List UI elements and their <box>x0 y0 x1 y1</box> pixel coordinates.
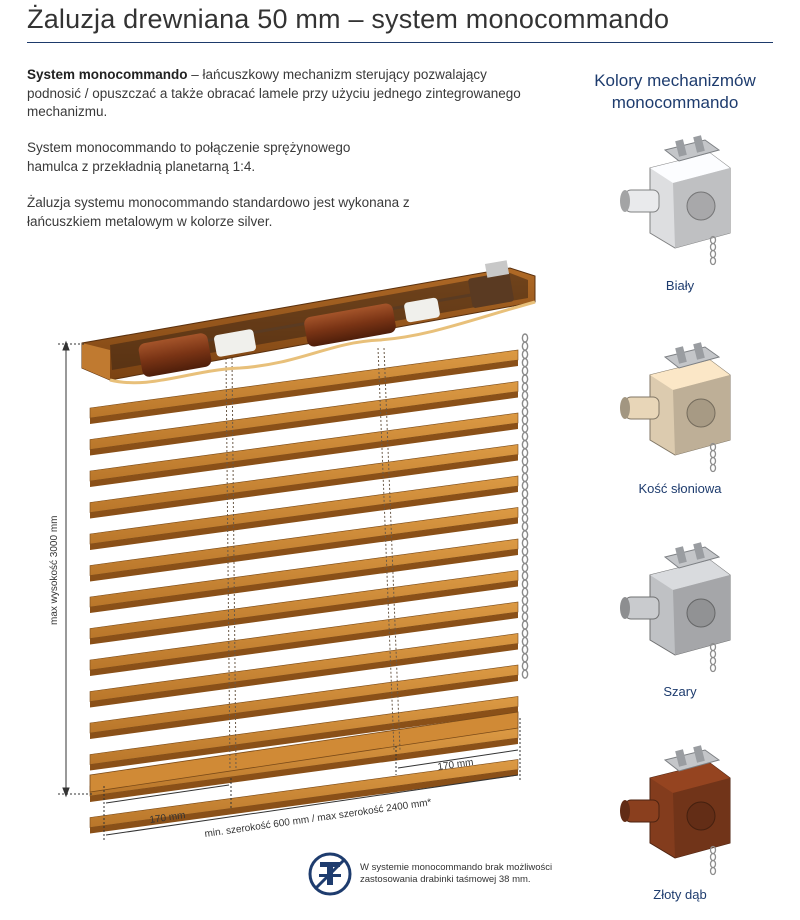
chain-link <box>521 464 529 474</box>
mechanism-grey-image <box>620 542 731 673</box>
mechanism-label-golden-oak: Złoty dąb <box>653 887 707 902</box>
chain-link <box>521 472 529 483</box>
chain-link <box>521 390 529 401</box>
intro-bold: System monocommando <box>27 67 188 82</box>
page-title: Żaluzja drewniana 50 mm – system monocom… <box>27 4 670 34</box>
mechanism-colors-heading: Kolory mechanizmów monocommando <box>570 70 780 114</box>
slat <box>89 349 519 424</box>
chain-link <box>521 587 529 597</box>
chain-link <box>521 349 529 360</box>
slat <box>89 570 519 645</box>
paragraph-brake: System monocommando to połączenie spręży… <box>27 140 351 174</box>
slat <box>89 475 519 550</box>
chain-link <box>521 669 529 679</box>
chain-link <box>521 521 529 532</box>
bottom-rail <box>89 711 519 793</box>
chain-link <box>521 505 529 515</box>
slat <box>89 759 519 834</box>
chain-link <box>521 448 529 458</box>
mechanism-label-white: Biały <box>665 278 695 293</box>
chain-link <box>521 357 529 368</box>
chain-link <box>521 398 529 409</box>
chain-link <box>521 497 529 507</box>
chain-link <box>521 562 529 573</box>
chain-link <box>521 407 529 417</box>
width-dimension <box>103 718 521 840</box>
chain-link <box>521 423 529 433</box>
mechanism-colors-heading-line1: Kolory mechanizmów <box>594 71 756 90</box>
chain-link <box>521 595 529 606</box>
paragraph-chain: Żaluzja systemu monocommando standardowo… <box>27 195 410 229</box>
title-divider <box>27 42 773 43</box>
slat <box>89 538 519 613</box>
chain-link <box>521 554 529 565</box>
slat <box>89 507 519 582</box>
chain-link <box>521 439 529 450</box>
slat <box>89 601 519 676</box>
slat <box>89 381 519 456</box>
chain-link <box>521 480 529 491</box>
chain-link <box>521 431 529 442</box>
chain-link <box>521 620 529 630</box>
chain <box>521 333 529 679</box>
left-offset-label: 170 mm <box>149 810 186 826</box>
ladder-tape-icon <box>308 852 352 896</box>
chain-link <box>521 341 529 351</box>
chain-link <box>521 628 529 638</box>
ladder-strings <box>225 347 401 771</box>
right-offset-label: 170 mm <box>437 757 474 773</box>
mechanism-label-ivory: Kość słoniowa <box>638 481 722 496</box>
chain-link <box>521 382 529 392</box>
slat <box>89 633 519 708</box>
slat <box>89 664 519 739</box>
intro-text: – łańcuszkowy mechanizm sterujący pozwal… <box>27 67 521 119</box>
chain-link <box>521 661 529 671</box>
chain-link <box>521 374 529 384</box>
chain-link <box>521 366 529 376</box>
intro-paragraph: System monocommando – łańcuszkowy mechan… <box>27 66 527 122</box>
chain-link <box>521 513 529 524</box>
blind-illustration: max wysokość 3000 mm 170 mm 170 mm min. … <box>49 260 536 840</box>
chain-link <box>521 546 529 556</box>
chain-link <box>521 415 529 425</box>
chain-link <box>521 333 529 343</box>
headrail <box>81 260 536 385</box>
chain-link <box>521 538 529 548</box>
chain-link <box>521 612 529 622</box>
chain-link <box>521 603 529 614</box>
mechanism-label-grey: Szary <box>663 684 697 699</box>
mechanism-golden-oak-image <box>620 745 731 876</box>
height-dimension-label: max wysokość 3000 mm <box>49 516 60 625</box>
slat <box>89 696 519 771</box>
chain-link <box>521 489 529 499</box>
chain-link <box>521 636 529 647</box>
ladder-tape-note: W systemie monocommando brak możliwości … <box>360 862 553 885</box>
chain-link <box>521 530 529 540</box>
height-dimension <box>58 340 92 798</box>
chain-link <box>521 653 529 663</box>
mechanism-white-image <box>620 135 731 266</box>
chain-link <box>521 456 529 466</box>
chain-link <box>521 644 529 655</box>
mechanism-colors-heading-line2: monocommando <box>611 93 739 112</box>
slat <box>89 412 519 487</box>
chain-link <box>521 579 529 589</box>
mechanism-ivory-image <box>620 342 731 473</box>
slats-group <box>89 349 519 834</box>
slat <box>89 444 519 519</box>
chain-link <box>521 571 529 581</box>
